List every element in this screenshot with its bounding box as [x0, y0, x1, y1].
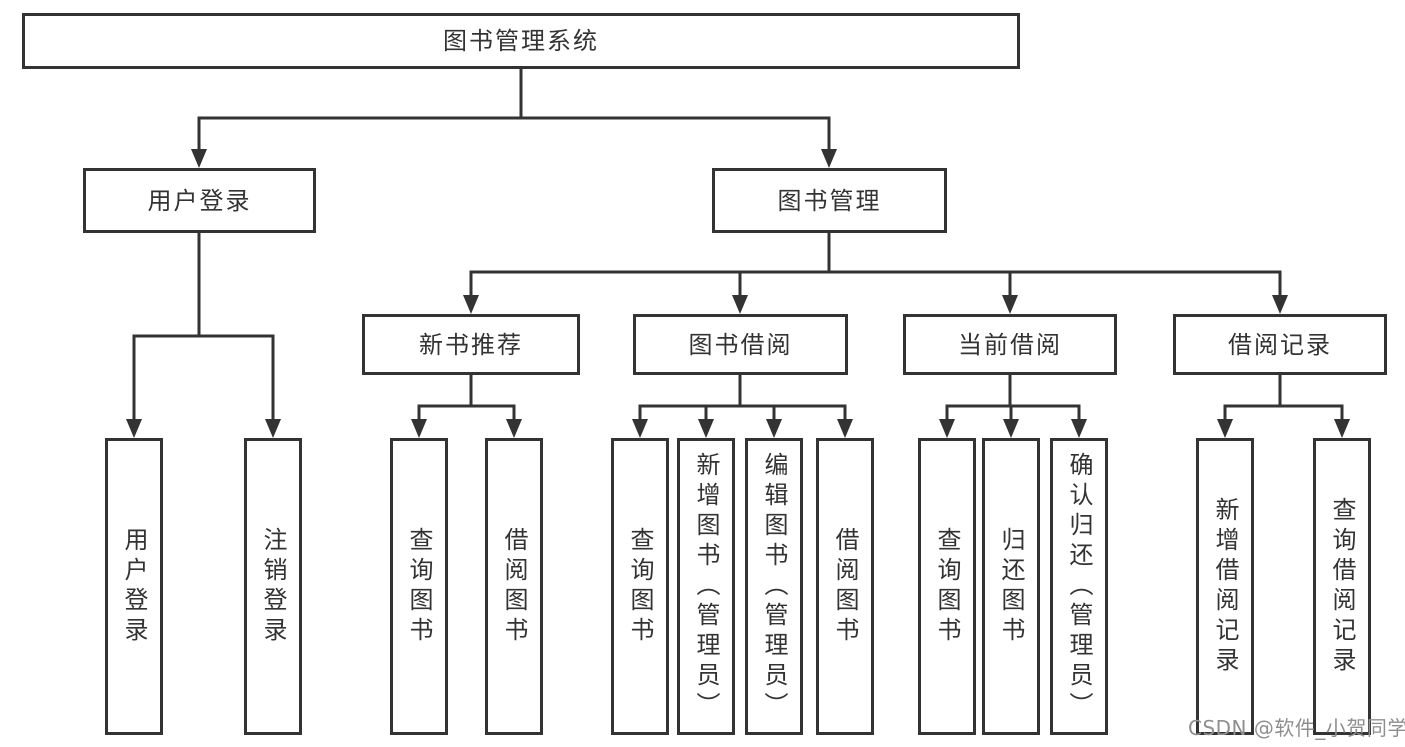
- leaf-query-borrow-record: 查询借阅记录: [1313, 438, 1371, 735]
- leaf-edit-book-admin: 编辑图书（管理员）: [745, 438, 803, 735]
- leaf-query-books-recommend: 查询图书: [390, 438, 448, 735]
- leaf-borrow-books-recommend: 借阅图书: [485, 438, 543, 735]
- node-book-borrowing: 图书借阅: [633, 314, 848, 375]
- leaf-borrow-books-borrowing: 借阅图书: [816, 438, 874, 735]
- leaf-user-login: 用户登录: [105, 438, 163, 735]
- node-borrowing-records: 借阅记录: [1173, 314, 1387, 375]
- leaf-logout: 注销登录: [244, 438, 302, 735]
- leaf-add-book-admin: 新增图书（管理员）: [677, 438, 735, 735]
- leaf-add-borrow-record: 新增借阅记录: [1196, 438, 1254, 735]
- leaf-return-books: 归还图书: [982, 438, 1040, 735]
- leaf-confirm-return-admin: 确认归还（管理员）: [1050, 438, 1108, 735]
- leaf-query-books-borrowing: 查询图书: [611, 438, 669, 735]
- node-user-login: 用户登录: [83, 168, 316, 233]
- node-current-borrowing: 当前借阅: [903, 314, 1117, 375]
- leaf-query-books-current: 查询图书: [918, 438, 976, 735]
- node-new-book-recommendation: 新书推荐: [362, 314, 580, 375]
- node-library-management-system: 图书管理系统: [22, 13, 1020, 69]
- node-book-management: 图书管理: [712, 168, 947, 233]
- csdn-watermark: CSDN @软件_小贺同学: [1188, 716, 1405, 740]
